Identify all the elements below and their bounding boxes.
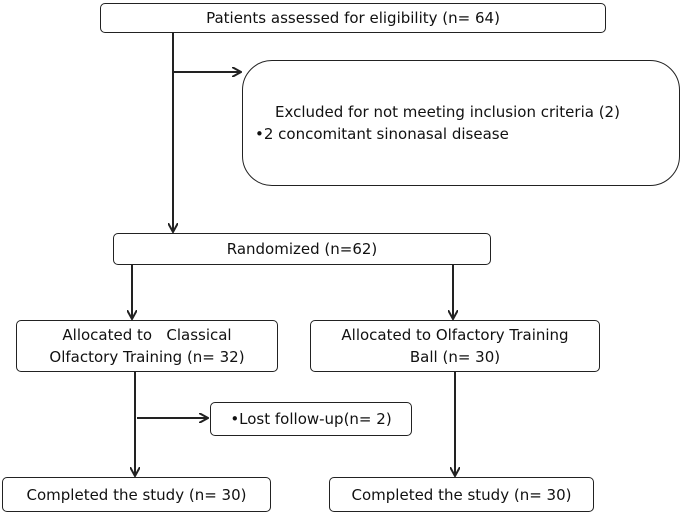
allocated-classical-box: Allocated to Classical Olfactory Trainin… [16,320,278,372]
completed-left-text: Completed the study (n= 30) [26,485,247,504]
allocated-classical-line1: Allocated to Classical [62,326,232,344]
completed-right-box: Completed the study (n= 30) [329,477,594,512]
allocated-ball-line2: Ball (n= 30) [409,348,501,366]
excluded-reason: •2 concomitant sinonasal disease [255,125,509,143]
lost-followup-box: •Lost follow-up(n= 2) [210,402,412,436]
assessed-text: Patients assessed for eligibility (n= 64… [206,9,500,27]
allocated-ball-line1: Allocated to Olfactory Training [341,326,569,344]
completed-right-text: Completed the study (n= 30) [351,485,572,504]
randomized-text: Randomized (n=62) [226,240,378,258]
allocated-ball-box: Allocated to Olfactory Training Ball (n=… [310,320,600,372]
randomized-box: Randomized (n=62) [113,233,491,265]
assessed-box: Patients assessed for eligibility (n= 64… [100,3,606,33]
allocated-classical-line2: Olfactory Training (n= 32) [49,348,245,366]
excluded-box: Excluded for not meeting inclusion crite… [242,60,680,186]
excluded-title: Excluded for not meeting inclusion crite… [275,103,620,121]
lost-followup-text: •Lost follow-up(n= 2) [230,410,392,428]
completed-left-box: Completed the study (n= 30) [2,477,271,512]
